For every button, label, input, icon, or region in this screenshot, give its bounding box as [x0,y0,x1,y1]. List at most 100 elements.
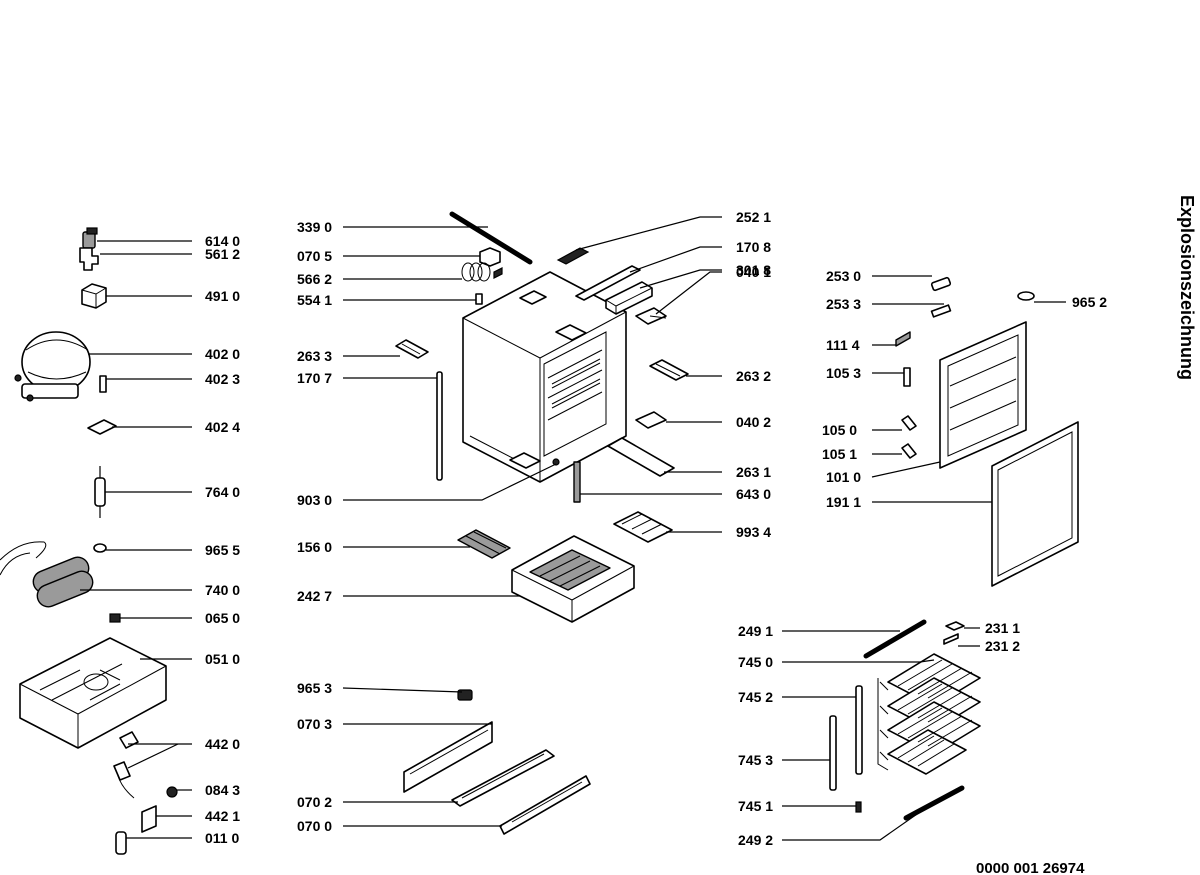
label-170-8: 170 8 [736,239,771,255]
label-745-1: 745 1 [738,798,773,814]
part-965-5: 965 5 [93,542,240,558]
label-242-7: 242 7 [297,588,332,604]
label-252-1: 252 1 [736,209,771,225]
label-263-1: 263 1 [736,464,771,480]
label-231-1: 231 1 [985,620,1020,636]
part-170-7: 170 7 [297,370,443,481]
label-442-0: 442 0 [205,736,240,752]
part-011-0: 011 0 [115,830,239,855]
label-402-0: 402 0 [205,346,240,362]
door-101-0: 101 0 [826,321,1027,485]
label-491-0: 491 0 [205,288,240,304]
part-263-3: 263 3 [297,339,429,364]
part-070-3: 070 3 [297,716,493,793]
part-614-0: 614 0 [82,227,240,249]
part-156-0: 156 0 [297,529,511,559]
label-965-3: 965 3 [297,680,332,696]
part-561-2: 561 2 [79,246,240,271]
part-105-3: 105 3 [826,365,911,387]
label-554-1: 554 1 [297,292,332,308]
part-070-0: 070 0 [297,775,591,835]
label-070-3: 070 3 [297,716,332,732]
label-442-1: 442 1 [205,808,240,824]
part-170-8: 170 8 [575,239,771,301]
label-070-5: 070 5 [297,248,332,264]
label-105-0: 105 0 [822,422,857,438]
label-105-1: 105 1 [822,446,857,462]
part-745-2: 745 2 [738,685,863,775]
part-070-2: 070 2 [297,749,555,810]
label-231-2: 231 2 [985,638,1020,654]
label-740-0: 740 0 [205,582,240,598]
part-566-2: 566 2 [297,262,503,287]
part-231-2: 231 2 [943,633,1020,654]
part-442-1: 442 1 [141,805,240,833]
label-070-2: 070 2 [297,794,332,810]
drawer-242-7: 242 7 [297,535,635,623]
part-965-2: 965 2 [1017,291,1107,310]
part-249-1: 249 1 [738,619,927,659]
label-040-2: 040 2 [736,414,771,430]
label-402-3: 402 3 [205,371,240,387]
label-561-2: 561 2 [205,246,240,262]
part-065-0: 065 0 [109,610,240,626]
label-263-3: 263 3 [297,348,332,364]
label-643-0: 643 0 [736,486,771,502]
part-903-0: 903 0 [297,458,560,508]
part-554-1: 554 1 [297,292,483,308]
label-156-0: 156 0 [297,539,332,555]
part-402-3: 402 3 [99,371,240,393]
label-566-2: 566 2 [297,271,332,287]
part-402-4: 402 4 [87,419,240,435]
part-111-4: 111 4 [826,331,911,353]
heat-exchanger-740-0: 740 0 [0,541,240,608]
label-301-8: 301 8 [736,262,771,278]
label-101-0: 101 0 [826,469,861,485]
label-065-0: 065 0 [205,610,240,626]
door-seal-191-1: 191 1 [826,421,1079,587]
label-263-2: 263 2 [736,368,771,384]
label-402-4: 402 4 [205,419,240,435]
label-249-1: 249 1 [738,623,773,639]
label-249-2: 249 2 [738,832,773,848]
label-253-3: 253 3 [826,296,861,312]
label-111-4: 111 4 [826,337,860,353]
label-993-4: 993 4 [736,524,771,540]
part-249-2: 249 2 [738,785,965,848]
label-051-0: 051 0 [205,651,240,667]
part-105-0: 105 0 [822,415,917,438]
label-070-0: 070 0 [297,818,332,834]
document-number: 0000 001 26974 [976,860,1085,875]
label-011-0: 011 0 [205,830,239,846]
label-191-1: 191 1 [826,494,861,510]
label-253-0: 253 0 [826,268,861,284]
label-965-5: 965 5 [205,542,240,558]
label-745-3: 745 3 [738,752,773,768]
part-105-1: 105 1 [822,443,917,462]
label-084-3: 084 3 [205,782,240,798]
part-070-5: 070 5 [297,247,501,267]
part-491-0: 491 0 [81,283,240,309]
label-764-0: 764 0 [205,484,240,500]
part-965-3: 965 3 [297,680,473,701]
shelf-rack-745-0: 745 0 [738,653,981,775]
part-745-1: 745 1 [738,798,862,814]
label-903-0: 903 0 [297,492,332,508]
label-745-0: 745 0 [738,654,773,670]
part-231-1: 231 1 [945,620,1020,636]
part-084-3: 084 3 [166,782,240,798]
part-339-0: 339 0 [297,211,533,265]
base-tray-051-0: 051 0 [19,637,240,749]
label-965-2: 965 2 [1072,294,1107,310]
compressor-402-0: 402 0 [14,331,240,402]
label-614-0: 614 0 [205,233,240,249]
part-764-0: 764 0 [94,466,240,518]
part-253-0: 253 0 [826,268,952,292]
label-105-3: 105 3 [826,365,861,381]
part-253-3: 253 3 [826,296,952,318]
part-040-1: 040 1 [635,264,771,325]
label-040-1: 040 1 [736,264,771,280]
part-745-3: 745 3 [738,715,837,791]
label-745-2: 745 2 [738,689,773,705]
